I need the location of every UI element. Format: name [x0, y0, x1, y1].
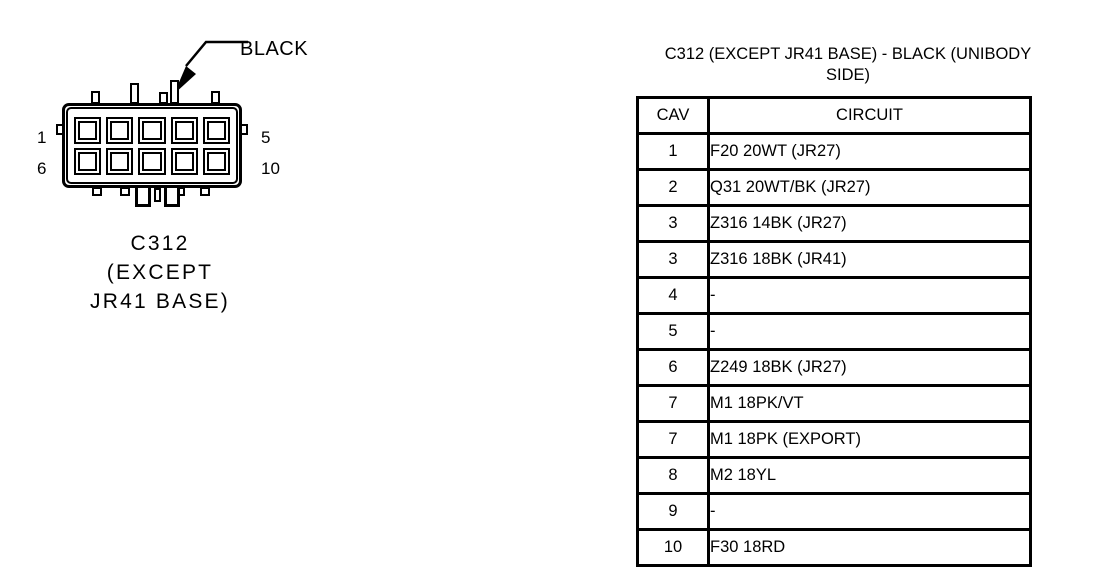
callout-label-black: BLACK — [240, 38, 309, 60]
cell-cav: 7 — [636, 420, 710, 459]
cell-circuit: - — [707, 492, 1032, 531]
cell-cav: 2 — [636, 168, 710, 207]
cavity-grid — [74, 117, 230, 175]
latch-bracket-mid — [154, 188, 161, 202]
cell-cav: 3 — [636, 204, 710, 243]
cell-circuit: M1 18PK (EXPORT) — [707, 420, 1032, 459]
table-title-line-1: C312 (EXCEPT JR41 BASE) - BLACK (UNIBODY — [664, 45, 1032, 63]
column-header-circuit: CIRCUIT — [707, 96, 1032, 135]
housing-tab-bottom-4 — [200, 187, 210, 196]
cell-circuit: - — [707, 276, 1032, 315]
table-title: C312 (EXCEPT JR41 BASE) - BLACK (UNIBODY… — [628, 44, 1068, 86]
caption-line-2: (EXCEPT — [106, 260, 214, 284]
cavity-2 — [106, 117, 134, 144]
latch-bracket-right — [164, 188, 180, 207]
pin-number-6: 6 — [37, 159, 47, 178]
pin-number-5: 5 — [261, 128, 271, 147]
pin-number-1: 1 — [37, 128, 47, 147]
caption-line-1: C312 — [130, 232, 190, 255]
cell-cav: 10 — [636, 528, 710, 567]
table-head: CAV CIRCUIT — [636, 96, 1032, 135]
circuit-table-panel: C312 (EXCEPT JR41 BASE) - BLACK (UNIBODY… — [600, 0, 1120, 567]
cell-cav: 1 — [636, 132, 710, 171]
table-header-row: CAV CIRCUIT — [636, 96, 1032, 135]
cavity-1 — [74, 117, 102, 144]
cell-circuit: M2 18YL — [707, 456, 1032, 495]
cell-cav: 5 — [636, 312, 710, 351]
housing-tab-top-2 — [130, 83, 139, 104]
cell-cav: 9 — [636, 492, 710, 531]
cell-cav: 4 — [636, 276, 710, 315]
cell-cav: 3 — [636, 240, 710, 279]
cell-cav: 6 — [636, 348, 710, 387]
connector-diagram-panel: BLACK 1 6 5 10 C312 (EXCEPT — [30, 38, 309, 317]
caption-line-3: JR41 BASE) — [90, 289, 230, 313]
cavity-9 — [170, 148, 198, 175]
cavity-7 — [106, 148, 134, 175]
cell-circuit: Z316 18BK (JR41) — [707, 240, 1032, 279]
column-header-cav: CAV — [636, 96, 710, 135]
table-row: 5- — [636, 312, 1032, 351]
cavity-8 — [138, 148, 166, 175]
table-title-line-2: SIDE) — [825, 66, 870, 85]
cell-cav: 8 — [636, 456, 710, 495]
cavity-6 — [74, 148, 102, 175]
cavity-10 — [202, 148, 230, 175]
cell-circuit: M1 18PK/VT — [707, 384, 1032, 423]
cell-circuit: Z316 14BK (JR27) — [707, 204, 1032, 243]
cell-circuit: F20 20WT (JR27) — [707, 132, 1032, 171]
housing-tab-top-4 — [170, 80, 179, 104]
housing-tab-bottom-2 — [120, 187, 130, 196]
cell-circuit: - — [707, 312, 1032, 351]
housing-tab-bottom-1 — [92, 187, 102, 196]
cavity-3 — [138, 117, 166, 144]
cell-circuit: Z249 18BK (JR27) — [707, 348, 1032, 387]
cell-circuit: F30 18RD — [707, 528, 1032, 567]
cell-circuit: Q31 20WT/BK (JR27) — [707, 168, 1032, 207]
table-row: 9- — [636, 492, 1032, 531]
cavity-5 — [202, 117, 230, 144]
cell-cav: 7 — [636, 384, 710, 423]
cavity-4 — [170, 117, 198, 144]
leader-arrow-icon — [174, 40, 248, 94]
table-row: 4- — [636, 276, 1032, 315]
latch-bracket-left — [135, 188, 151, 207]
connector-caption: C312 (EXCEPT JR41 BASE) — [30, 230, 290, 317]
pin-number-10: 10 — [261, 159, 280, 178]
